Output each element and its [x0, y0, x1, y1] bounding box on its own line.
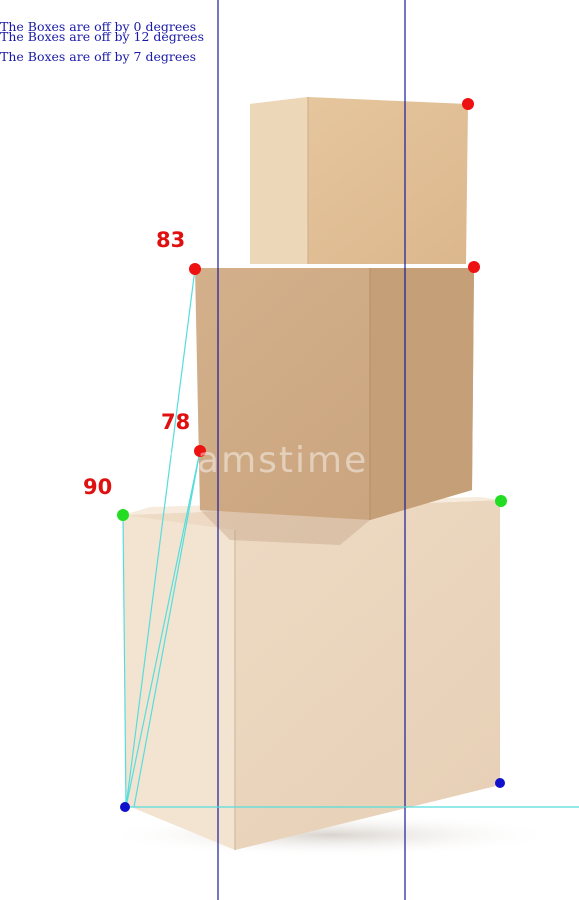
bottom-box — [123, 497, 500, 850]
red-marker-middle-box-right — [468, 261, 480, 273]
caption-0-degrees: The Boxes are off by 0 degrees — [0, 19, 197, 34]
caption-7-degrees: The Boxes are off by 7 degrees — [0, 49, 197, 64]
blue-marker-base-right — [495, 778, 505, 788]
angle-label-top: 83 — [156, 228, 186, 252]
top-box — [250, 97, 468, 264]
angle-label-middle: 78 — [161, 410, 191, 434]
middle-box — [195, 268, 474, 545]
green-marker-bottom-box-right — [495, 495, 507, 507]
watermark-logo: dreamstime — [132, 440, 369, 481]
caption-12-degrees: The Boxes are off by 12 degrees — [0, 29, 204, 44]
red-marker-top-box — [462, 98, 474, 110]
measurement-lines — [122, 268, 579, 808]
green-marker-bottom-box-left — [117, 509, 129, 521]
red-marker-middle-box-bottom — [194, 445, 206, 457]
red-marker-middle-box-left — [189, 263, 201, 275]
angle-label-bottom: 90 — [83, 475, 113, 499]
blue-marker-base-left — [120, 802, 130, 812]
